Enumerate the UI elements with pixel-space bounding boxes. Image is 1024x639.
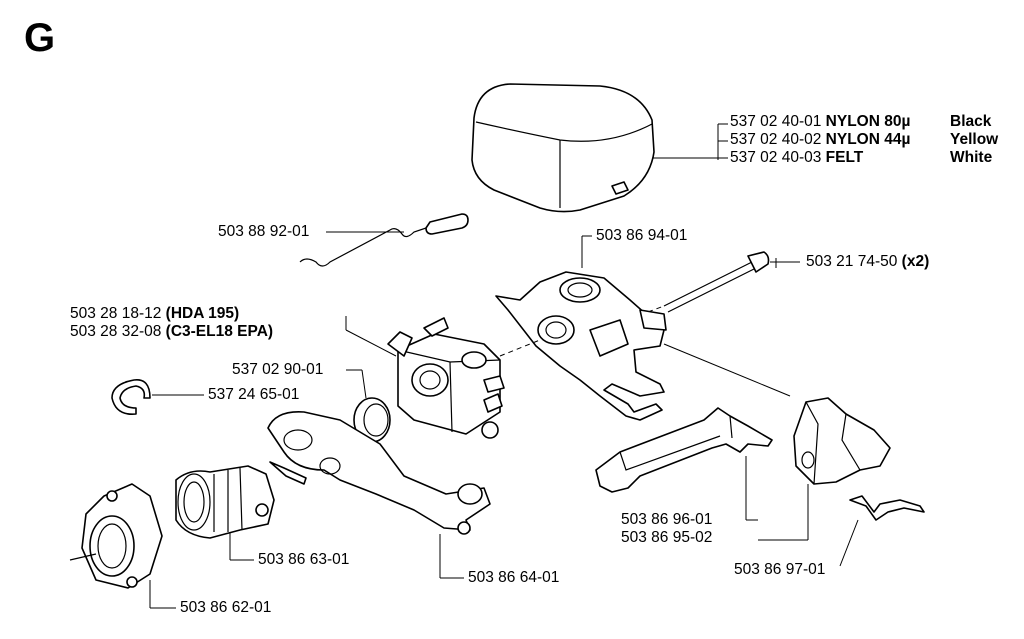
filter-1-number: 537 02 40-01 <box>730 113 822 130</box>
intake-flange <box>69 483 163 589</box>
filter-2-number: 537 02 40-02 <box>730 131 822 148</box>
carburetor-1-number: 503 28 18-12 <box>70 305 162 322</box>
manifold-label: 503 86 94-01 <box>596 227 688 244</box>
section-letter: G <box>24 16 56 60</box>
carburetor-1-label: 503 28 18-12 (HDA 195) <box>70 305 239 323</box>
carburetor <box>387 317 541 439</box>
filter-3-description: FELT <box>825 149 864 166</box>
spring-clip <box>849 495 925 521</box>
support-arm <box>267 411 491 535</box>
filter-2-description: NYLON 44µ <box>825 131 911 148</box>
bolt-quantity: (x2) <box>901 253 930 270</box>
filter-1-label: 537 02 40-01 NYLON 80µ <box>730 113 910 131</box>
filter-3-number: 537 02 40-03 <box>730 149 822 166</box>
handle-bracket <box>793 397 891 485</box>
circlip-label: 537 24 65-01 <box>208 386 300 403</box>
filter-3-color: White <box>950 149 993 166</box>
bracket-label: 503 86 97-01 <box>734 561 826 578</box>
lever-1-label: 503 86 96-01 <box>621 511 713 528</box>
manifold <box>495 271 667 421</box>
filter-2-label: 537 02 40-02 NYLON 44µ <box>730 131 910 149</box>
intake-boot-label: 503 86 63-01 <box>258 551 350 568</box>
filter-1-color: Black <box>950 113 992 130</box>
bolt <box>647 251 770 313</box>
spring-wire <box>299 213 469 267</box>
intake-flange-label: 503 86 62-01 <box>180 599 272 616</box>
filter-2-color: Yellow <box>950 131 999 148</box>
bolt-number: 503 21 74-50 <box>806 253 898 270</box>
carburetor-1-model: (HDA 195) <box>165 305 240 322</box>
bolt-label: 503 21 74-50 (x2) <box>806 253 929 271</box>
carburetor-2-model: (C3-EL18 EPA) <box>165 323 274 340</box>
air-filter-cover <box>471 83 655 213</box>
gasket-label: 537 02 90-01 <box>232 361 324 378</box>
support-arm-label: 503 86 64-01 <box>468 569 560 586</box>
filter-3-label: 537 02 40-03 FELT <box>730 149 863 167</box>
circlip <box>111 379 151 415</box>
filter-1-description: NYLON 80µ <box>825 113 911 130</box>
spring-wire-label: 503 88 92-01 <box>218 223 310 240</box>
lever-2-label: 503 86 95-02 <box>621 529 713 546</box>
intake-boot <box>175 465 275 539</box>
carburetor-2-number: 503 28 32-08 <box>70 323 162 340</box>
carburetor-2-label: 503 28 32-08 (C3-EL18 EPA) <box>70 323 273 341</box>
throttle-lever <box>595 407 773 493</box>
